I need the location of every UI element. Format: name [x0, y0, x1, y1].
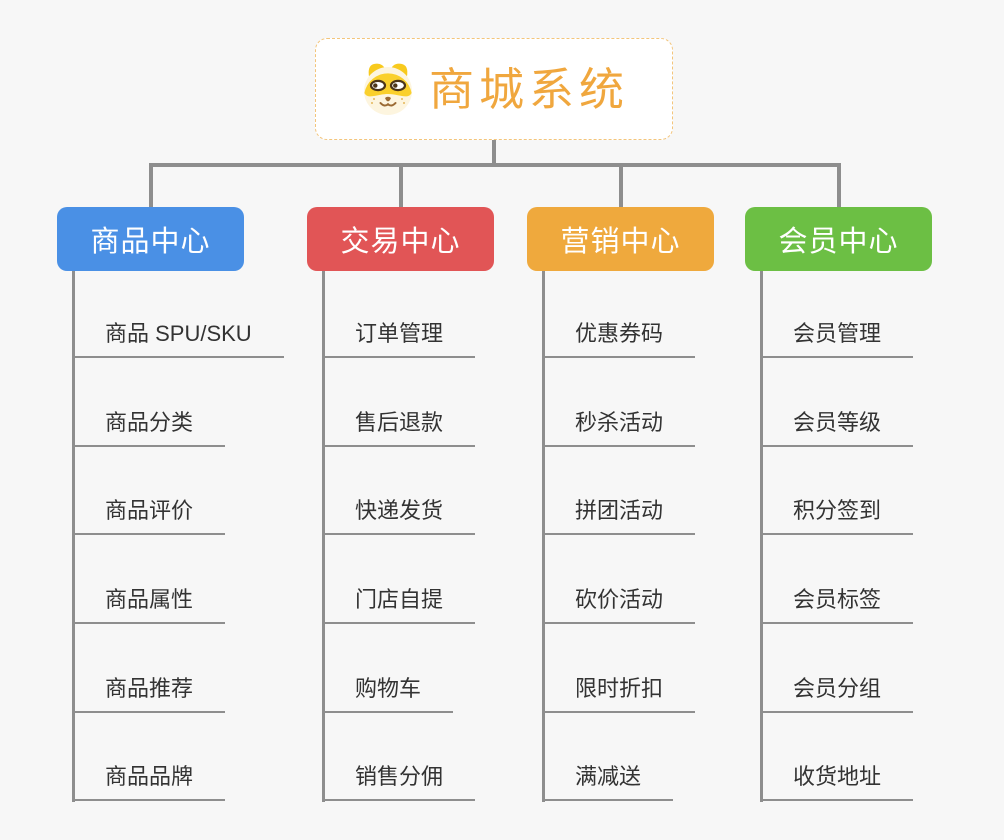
leaf-node[interactable]: 商品推荐 — [72, 675, 226, 713]
leaf-node[interactable]: 拼团活动 — [542, 497, 696, 535]
leaf-node[interactable]: 商品分类 — [72, 409, 226, 447]
connector-drop-product-center — [149, 163, 153, 211]
leaf-node[interactable]: 销售分佣 — [322, 763, 476, 801]
leaf-node[interactable]: 优惠券码 — [542, 320, 696, 358]
connector-root-stem — [492, 140, 496, 167]
leaf-node[interactable]: 限时折扣 — [542, 675, 696, 713]
trunk-line-marketing-center — [542, 271, 545, 802]
shiba-dog-icon — [359, 62, 417, 116]
trunk-line-member-center — [760, 271, 763, 802]
leaf-node[interactable]: 秒杀活动 — [542, 409, 696, 447]
connector-drop-trade-center — [399, 163, 403, 211]
branch-node-trade-center[interactable]: 交易中心 — [307, 207, 494, 271]
leaf-node[interactable]: 订单管理 — [322, 320, 476, 358]
leaf-node[interactable]: 商品 SPU/SKU — [72, 320, 284, 358]
connector-drop-member-center — [837, 163, 841, 211]
leaf-node[interactable]: 满减送 — [542, 763, 674, 801]
leaf-node[interactable]: 会员等级 — [760, 409, 914, 447]
trunk-line-product-center — [72, 271, 75, 802]
leaf-node[interactable]: 会员管理 — [760, 320, 914, 358]
leaf-node[interactable]: 门店自提 — [322, 586, 476, 624]
connector-drop-marketing-center — [619, 163, 623, 211]
leaf-node[interactable]: 会员分组 — [760, 675, 914, 713]
leaf-node[interactable]: 售后退款 — [322, 409, 476, 447]
root-node-mall-system[interactable]: 商城系统 — [315, 38, 673, 140]
branch-node-member-center[interactable]: 会员中心 — [745, 207, 932, 271]
leaf-node[interactable]: 快递发货 — [322, 497, 476, 535]
root-title: 商城系统 — [428, 63, 629, 115]
leaf-node[interactable]: 砍价活动 — [542, 586, 696, 624]
connector-horizontal-bar — [149, 163, 841, 167]
branch-node-product-center[interactable]: 商品中心 — [57, 207, 244, 271]
leaf-node[interactable]: 会员标签 — [760, 586, 914, 624]
leaf-node[interactable]: 商品评价 — [72, 497, 226, 535]
leaf-node[interactable]: 购物车 — [322, 675, 454, 713]
branch-node-marketing-center[interactable]: 营销中心 — [527, 207, 714, 271]
leaf-node[interactable]: 积分签到 — [760, 497, 914, 535]
leaf-node[interactable]: 商品品牌 — [72, 763, 226, 801]
leaf-node[interactable]: 商品属性 — [72, 586, 226, 624]
trunk-line-trade-center — [322, 271, 325, 802]
leaf-node[interactable]: 收货地址 — [760, 763, 914, 801]
